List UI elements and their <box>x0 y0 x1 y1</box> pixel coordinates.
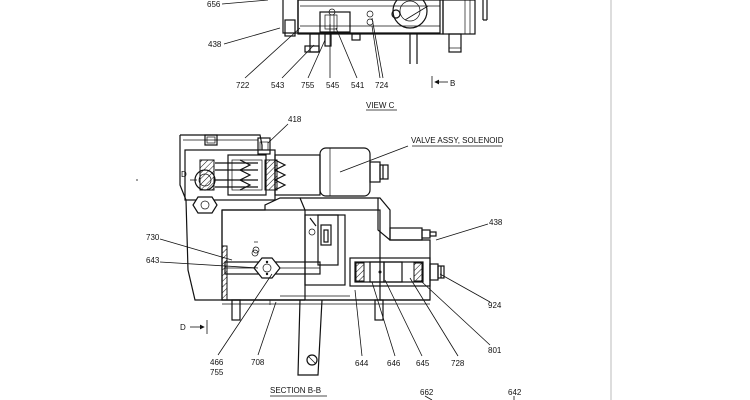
section-bb-labels: 418 VALVE ASSY, SOLENOID 438 730 643 924… <box>146 115 522 397</box>
callout-438-top: 438 <box>208 40 222 49</box>
callout-728: 728 <box>451 359 465 368</box>
section-bb-drawing <box>179 134 445 376</box>
callout-541: 541 <box>351 81 365 90</box>
callout-924: 924 <box>488 301 502 310</box>
callout-708: 708 <box>251 358 265 367</box>
callout-801: 801 <box>488 346 502 355</box>
callout-643: 643 <box>146 256 160 265</box>
callout-722: 722 <box>236 81 250 90</box>
callout-730: 730 <box>146 233 160 242</box>
arrow-d-inner-label: D <box>181 170 187 179</box>
callout-642: 642 <box>508 388 522 397</box>
view-c-drawing <box>282 0 488 64</box>
callout-418: 418 <box>288 115 302 124</box>
arrow-b-label: B <box>450 79 455 88</box>
view-c-labels: 656 438 722 543 755 545 541 724 B VIEW C <box>207 0 455 111</box>
view-c-leaders <box>221 0 448 88</box>
callout-656: 656 <box>207 0 221 9</box>
callout-755-section: 755 <box>210 368 224 377</box>
callout-545: 545 <box>326 81 340 90</box>
callout-646: 646 <box>387 359 401 368</box>
callout-466: 466 <box>210 358 224 367</box>
callout-644: 644 <box>355 359 369 368</box>
section-bb-leaders <box>136 123 515 400</box>
section-bb-title: SECTION B-B <box>270 386 321 395</box>
view-c-title: VIEW C <box>366 101 395 110</box>
callout-valve-assy-solenoid: VALVE ASSY, SOLENOID <box>411 136 504 145</box>
callout-724: 724 <box>375 81 389 90</box>
arrow-d-left-label: D <box>180 323 186 332</box>
callout-543: 543 <box>271 81 285 90</box>
callout-662: 662 <box>420 388 434 397</box>
callout-755-top: 755 <box>301 81 315 90</box>
callout-438-section: 438 <box>489 218 503 227</box>
callout-645: 645 <box>416 359 430 368</box>
